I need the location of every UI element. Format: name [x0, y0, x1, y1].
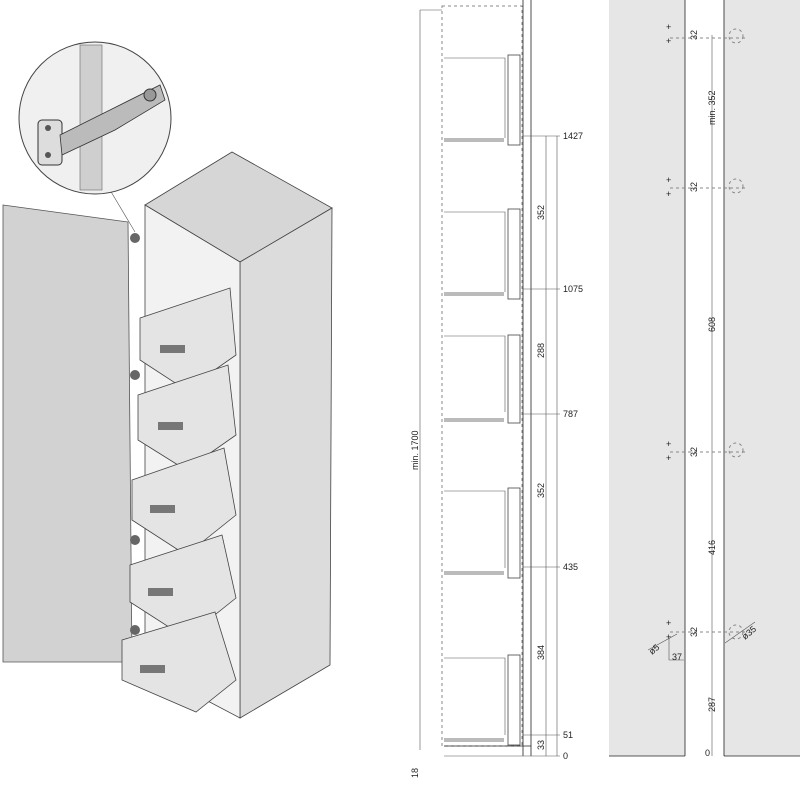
- svg-text:+: +: [666, 632, 671, 642]
- height-label: 1075: [563, 284, 583, 294]
- side-panel: [609, 0, 685, 756]
- hinge-offset-label: 32: [689, 30, 699, 40]
- isometric-cabinet-view: [2, 41, 333, 719]
- drawer-profiles: [444, 54, 521, 746]
- spacing-label: 33: [536, 740, 546, 750]
- svg-text:+: +: [666, 618, 671, 628]
- door-hinges: [130, 233, 140, 635]
- hinge-offset-label: 32: [689, 182, 699, 192]
- height-label: 435: [563, 562, 578, 572]
- svg-text:+: +: [666, 22, 671, 32]
- section-view: 1427 1075 787 435 51 0 352 288 352 384 3…: [410, 0, 583, 778]
- cabinet-side: [239, 207, 333, 719]
- svg-text:+: +: [666, 189, 671, 199]
- spacing-label: 287: [707, 697, 717, 712]
- zero-label: 0: [705, 748, 710, 758]
- plinth-label: 18: [410, 768, 420, 778]
- svg-text:+: +: [666, 439, 671, 449]
- hinge-cup-hole: [728, 442, 744, 458]
- hinge-offset-label: 32: [689, 627, 699, 637]
- hinge-cup-hole: [728, 178, 744, 194]
- door-panel: [724, 0, 800, 756]
- spacing-label: 416: [707, 540, 717, 555]
- svg-text:+: +: [666, 453, 671, 463]
- svg-text:+: +: [666, 175, 671, 185]
- hinge-cup-hole: [728, 624, 744, 640]
- hinge-detail-icon: [37, 44, 166, 191]
- height-label: 787: [563, 409, 578, 419]
- spacing-label: 288: [536, 343, 546, 358]
- spacing-label: min. 352: [707, 90, 717, 125]
- total-height-label: min. 1700: [410, 430, 420, 470]
- height-label: 51: [563, 730, 573, 740]
- spacing-label: 352: [536, 205, 546, 220]
- hinge-positions: + + + + + + + +: [666, 22, 745, 642]
- spacing-label: 384: [536, 645, 546, 660]
- hinge-offset-label: 32: [689, 447, 699, 457]
- svg-text:+: +: [666, 36, 671, 46]
- edge-distance-label: 37: [672, 652, 682, 662]
- drawers: [121, 287, 237, 713]
- drilling-layout-view: + + + + + + + + 32 32 32 32 min. 352 608 416…: [609, 0, 800, 758]
- drawer: [131, 447, 237, 556]
- spacing-label: 352: [536, 483, 546, 498]
- drawer: [121, 611, 237, 713]
- height-label: 0: [563, 751, 568, 761]
- hinge-cup-hole: [728, 28, 744, 44]
- cabinet-door: [2, 204, 133, 663]
- height-label: 1427: [563, 131, 583, 141]
- spacing-label: 608: [707, 317, 717, 332]
